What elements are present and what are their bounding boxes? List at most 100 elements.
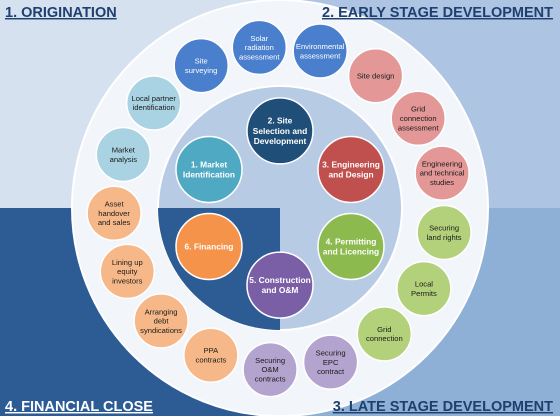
activity-solar-radiation-assessment-label-line-1: Solar: [250, 34, 268, 43]
activity-securing-om-contracts-label-line-3: contracts: [255, 375, 286, 384]
activity-bubble-environmental-assessment: [292, 23, 348, 79]
activity-securing-epc-contract-label-line-2: EPC: [323, 358, 339, 367]
activity-local-permits-label-line-1: Local: [415, 280, 433, 289]
core-bubble-core-financing: [175, 212, 243, 281]
activity-asset-handover-sales-label-line-3: and sales: [98, 218, 131, 227]
core-step-core-market-identification-label-line-1: 1. Market: [191, 159, 228, 169]
core-step-core-market-identification-label-line-2: Identification: [183, 170, 235, 180]
activity-site-design-label-line-1: Site design: [357, 71, 395, 80]
activity-local-permits-label-line-2: Permits: [411, 289, 437, 298]
activity-bubble-engineering-technical-studies: [414, 145, 470, 201]
activity-environmental-assessment-label-line-1: Environmental: [296, 42, 345, 51]
core-bubble-core-site-selection: [246, 97, 314, 165]
activity-bubble-securing-land-rights: [416, 204, 472, 261]
activity-arranging-debt-syndications-label-line-2: debt: [154, 317, 170, 326]
activity-bubble-local-permits: [396, 260, 452, 317]
activity-environmental-assessment-label-line-2: assessment: [300, 51, 341, 60]
core-bubble-core-permitting: [317, 212, 385, 281]
activity-asset-handover-sales-label-line-2: handover: [98, 209, 130, 218]
activity-bubble-site-surveying: [173, 37, 229, 94]
activity-bubble-securing-epc-contract: [302, 334, 359, 390]
activity-bubble-grid-connection-assessment: [390, 90, 446, 147]
core-bubble-core-engineering: [317, 135, 385, 204]
core-step-core-construction-label-line-1: 5. Construction: [249, 275, 310, 285]
quadrant-label-financial-close: 4. FINANCIAL CLOSE: [5, 399, 153, 415]
core-bubble-core-market-identification: [175, 135, 243, 204]
activity-grid-connection-assessment-label-line-2: connection: [400, 114, 437, 123]
activity-bubble-asset-handover-sales: [86, 185, 142, 242]
activity-bubble-local-partner-identification: [125, 75, 182, 131]
activity-site-design: Site design: [347, 47, 404, 104]
activity-lining-up-equity-investors-label-line-3: investors: [112, 276, 143, 285]
activity-solar-radiation-assessment-label-line-3: assessment: [239, 52, 280, 61]
activity-bubble-lining-up-equity-investors: [99, 243, 156, 300]
activity-bubble-ppa-contracts: [183, 327, 239, 383]
activity-ppa-contracts-label-line-2: contracts: [196, 356, 227, 365]
activity-securing-om-contracts-label-line-1: Securing: [255, 356, 285, 365]
activity-engineering-technical-studies-label-line-2: and technical: [420, 169, 465, 178]
activity-grid-connection-label-line-1: Grid: [377, 325, 391, 334]
activity-site-surveying-label-line-2: surveying: [185, 66, 218, 75]
activity-local-partner-identification-label-line-2: identification: [133, 103, 175, 112]
activity-securing-epc-contract-label-line-1: Securing: [316, 349, 346, 358]
activity-market-analysis-label-line-2: analysis: [110, 155, 138, 164]
core-step-core-engineering-label-line-2: and Design: [328, 170, 373, 180]
core-step-core-construction-label-line-2: and O&M: [262, 285, 299, 295]
quadrant-label-early-stage-development: 2. EARLY STAGE DEVELOPMENT: [322, 5, 553, 21]
activity-grid-connection-assessment-label-line-1: Grid: [411, 105, 425, 114]
core-step-core-site-selection-label-line-3: Development: [254, 136, 307, 146]
activity-solar-radiation-assessment-label-line-2: radiation: [245, 43, 274, 52]
activity-securing-epc-contract-label-line-3: contract: [317, 367, 345, 376]
activity-arranging-debt-syndications-label-line-1: Arranging: [145, 307, 178, 316]
core-step-core-financing: 6. Financing: [175, 212, 243, 281]
activity-bubble-grid-connection: [356, 306, 413, 362]
core-step-core-permitting-label-line-2: and Licencing: [323, 247, 379, 257]
quadrant-label-late-stage-development: 3. LATE STAGE DEVELOPMENT: [333, 399, 553, 415]
core-step-core-financing-label-line-1: 6. Financing: [185, 242, 234, 252]
activity-engineering-technical-studies-label-line-3: studies: [430, 178, 454, 187]
activity-market-analysis-label-line-1: Market: [112, 146, 136, 155]
activity-lining-up-equity-investors-label-line-1: Lining up: [112, 258, 143, 267]
quadrant-label-origination: 1. ORIGINATION: [5, 5, 117, 21]
activity-engineering-technical-studies-label-line-1: Engineering: [422, 159, 463, 168]
activity-bubble-site-design: [347, 47, 404, 104]
activity-local-partner-identification-label-line-1: Local partner: [132, 94, 177, 103]
activity-grid-connection-assessment-label-line-3: assessment: [398, 123, 439, 132]
activity-securing-om-contracts-label-line-2: O&M: [261, 365, 278, 374]
activity-bubble-solar-radiation-assessment: [231, 19, 288, 76]
activity-securing-land-rights-label-line-1: Securing: [429, 224, 459, 233]
activity-site-surveying-label-line-1: Site: [195, 57, 208, 66]
activity-arranging-debt-syndications-label-line-3: syndications: [140, 326, 182, 335]
core-step-core-site-selection-label-line-1: 2. Site: [268, 116, 293, 126]
activity-ppa-contracts-label-line-1: PPA: [204, 346, 220, 355]
core-step-core-permitting-label-line-1: 4. Permitting: [326, 236, 377, 246]
activity-asset-handover-sales-label-line-1: Asset: [105, 200, 125, 209]
activity-lining-up-equity-investors-label-line-2: equity: [117, 267, 137, 276]
activity-securing-land-rights-label-line-2: land rights: [427, 233, 462, 242]
core-step-core-site-selection-label-line-2: Selection and: [253, 126, 307, 136]
